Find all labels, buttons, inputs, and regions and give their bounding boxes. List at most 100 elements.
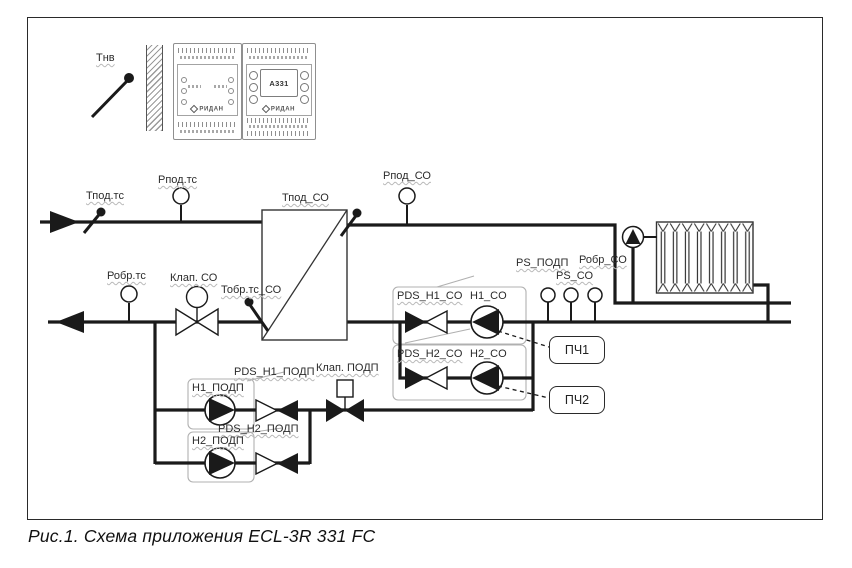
ps-so-sensor-icon xyxy=(563,287,579,303)
radiator-outlet-pipe xyxy=(753,283,770,321)
label-h1-podp: H1_ПОДП xyxy=(192,382,244,394)
terminal-text-row xyxy=(249,56,309,59)
terminal-strip-icon xyxy=(247,48,311,53)
panel-text xyxy=(188,85,201,88)
radiator xyxy=(655,221,754,294)
terminal-strip-icon xyxy=(247,131,311,136)
klap-podp-valve xyxy=(326,379,364,422)
building-wall-hatch xyxy=(146,45,163,131)
brand-text: РИДАН xyxy=(270,107,296,113)
label-klap-podp: Клап. ПОДП xyxy=(316,362,379,374)
pds-h2-co-check-valve-icon xyxy=(424,365,448,391)
pds-h1-co-check-valve-icon xyxy=(405,311,426,333)
valve-right-triangle xyxy=(345,399,364,422)
terminal-text-row xyxy=(249,125,309,128)
button-icon xyxy=(300,71,309,80)
leader-line xyxy=(239,427,283,435)
makeup-check-valves xyxy=(255,398,298,476)
button-icon xyxy=(300,83,309,92)
brand-label: РИДАН xyxy=(178,105,237,114)
label-klap-so: Клап. СО xyxy=(170,272,218,284)
valve-left-triangle xyxy=(175,307,199,337)
pds-h2-podp-check-valve-icon xyxy=(277,453,298,474)
h2-co-to-pch2-link xyxy=(497,385,550,399)
h1-podp-pump-triangle xyxy=(209,398,235,422)
button-icon xyxy=(249,83,258,92)
label-ps-podp: PS_ПОДП xyxy=(516,257,569,269)
label-pobr-so: Робр_СО xyxy=(579,254,627,266)
flow-arrows xyxy=(50,211,84,333)
round-actuator-icon xyxy=(185,285,209,309)
leader-line xyxy=(436,275,475,288)
h1-co-group-box xyxy=(392,286,527,345)
leader-line xyxy=(246,371,285,382)
button-icon xyxy=(249,95,258,104)
ecl-controller-image: РИДАН A331 РИДАН xyxy=(173,43,316,140)
figure-caption: Рис.1. Схема приложения ECL-3R 331 FC xyxy=(28,526,376,546)
tobr-ts-so-sensor-probe xyxy=(246,301,270,332)
diagram-frame xyxy=(27,17,823,520)
terminal-text-row xyxy=(180,130,235,133)
makeup-pumps xyxy=(204,394,236,479)
vfd-links xyxy=(497,330,550,399)
led-icon xyxy=(228,88,234,94)
tpod-so-sensor-icon xyxy=(352,208,362,218)
h2-co-group-box xyxy=(392,344,527,401)
klap-so-valve xyxy=(175,285,219,337)
led-icon xyxy=(181,77,187,83)
pds-h1-podp-check-valve-icon xyxy=(277,400,298,421)
label-pds-h2-co: PDS_H2_CO xyxy=(397,348,463,360)
co-pumps xyxy=(470,305,504,395)
leader-line xyxy=(404,328,471,344)
h1-co-to-pch1-link xyxy=(497,330,550,348)
label-tpod-ts: Тпод.тс xyxy=(86,190,124,202)
label-tnv: Тнв xyxy=(96,52,115,64)
a331-panel: A331 РИДАН xyxy=(246,64,312,116)
button-icon xyxy=(249,71,258,80)
valve-left-triangle xyxy=(326,399,345,422)
label-ppod-so: Рпод_СО xyxy=(383,170,431,182)
tnv-sensor-icon xyxy=(124,73,134,83)
controller-a331-module: A331 РИДАН xyxy=(242,43,316,140)
panel-text xyxy=(214,85,227,88)
label-tobr-ts-so: Тобр.тс_СО xyxy=(221,284,282,296)
pressure-sensors xyxy=(120,187,603,322)
heat-exchanger xyxy=(261,209,348,341)
temperature-sensors xyxy=(82,73,362,332)
label-pds-h1-podp: PDS_H1_ПОДП xyxy=(234,366,315,378)
button-icon xyxy=(300,95,309,104)
controller-key-module: РИДАН xyxy=(173,43,242,140)
frequency-converter-pch1: ПЧ1 xyxy=(549,336,605,364)
terminal-text-row xyxy=(180,56,235,59)
pobr-so-sensor-icon xyxy=(587,287,603,303)
h2-podp-pump-triangle xyxy=(209,451,235,475)
air-vent-triangle-icon xyxy=(625,229,641,244)
brand-label: РИДАН xyxy=(247,105,311,114)
label-pds-h2-podp: PDS_H2_ПОДП xyxy=(218,423,299,435)
tnv-sensor-probe xyxy=(90,78,130,119)
valve-right-triangle xyxy=(195,307,219,337)
pds-h2-co-check-valve-icon xyxy=(405,367,426,389)
led-icon xyxy=(228,99,234,105)
brand-text: РИДАН xyxy=(199,107,224,113)
terminal-strip-icon xyxy=(247,118,311,123)
pobr-ts-sensor-icon xyxy=(120,285,138,303)
terminal-strip-icon xyxy=(178,48,237,53)
terminal-strip-icon xyxy=(178,122,237,127)
ppod-ts-sensor-icon xyxy=(172,187,190,205)
h2-podp-group-box xyxy=(187,431,255,483)
supply-flow-arrow-icon xyxy=(50,211,79,233)
label-h2-co: H2_CO xyxy=(470,348,507,360)
pds-h2-podp-check-valve-icon xyxy=(255,451,279,476)
return-flow-arrow-icon xyxy=(56,311,84,333)
led-icon xyxy=(181,88,187,94)
label-pobr-ts: Робр.тс xyxy=(107,270,146,282)
label-ppod-ts: Рпод.тс xyxy=(158,174,198,186)
co-check-valves xyxy=(405,309,448,391)
h2-co-pump-triangle xyxy=(472,365,499,391)
ppod-so-sensor-icon xyxy=(398,187,416,205)
secondary-supply-pipe xyxy=(347,223,791,305)
h1-co-pump-triangle xyxy=(472,309,499,335)
